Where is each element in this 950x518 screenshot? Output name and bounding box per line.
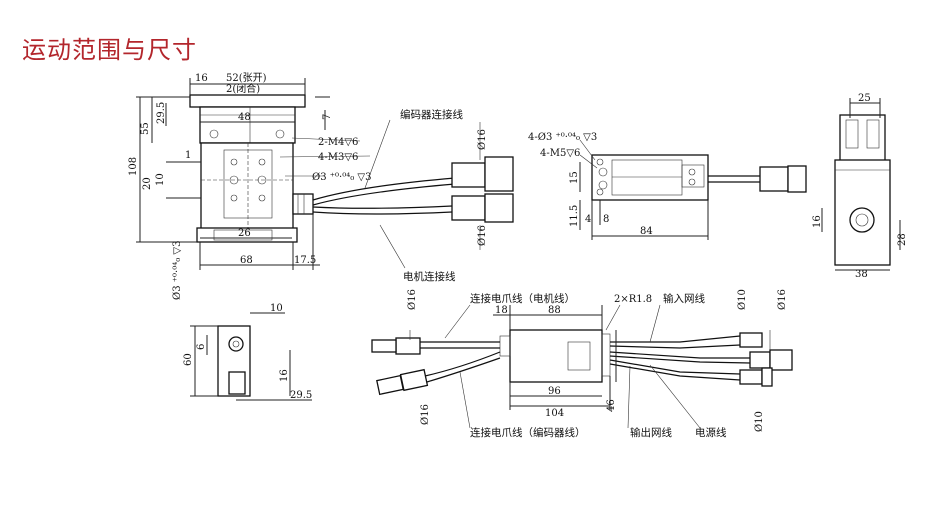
dim-2-closed: 2(闭合) [226, 82, 260, 95]
top-dim-10: 10 [270, 303, 283, 314]
side-view: 4-Ø3 ⁺⁰·⁰⁴₀ ▽3 4-M5▽6 15 11.5 4 8 84 [528, 132, 807, 240]
end-dim-38: 38 [855, 269, 868, 280]
dim-8: 8 [603, 214, 609, 225]
dim-1: 1 [185, 150, 191, 161]
ctrl-dim-46: 46 [606, 399, 617, 412]
end-dim-28: 28 [897, 233, 908, 246]
end-dim-16: 16 [812, 215, 823, 228]
callout-4-m3: 4-M3▽6 [318, 152, 358, 163]
controller-box [509, 329, 603, 383]
label-connector-motor: 连接电爪线（电机线） [470, 292, 575, 305]
ctrl-dim-phi10-top: Ø10 [737, 289, 748, 310]
encoder-connector [451, 162, 486, 188]
dim-10: 10 [155, 173, 166, 186]
jaw-plate [189, 94, 306, 108]
page-title: 运动范围与尺寸 [22, 36, 197, 64]
end-view: 25 16 28 38 [812, 93, 908, 280]
end-dim-25: 25 [858, 93, 871, 104]
dim-29-5: 29.5 [156, 102, 167, 124]
front-view: 16 52(张开) 2(闭合) 7 29.5 55 108 48 1 20 10… [128, 72, 514, 300]
dim-52-open: 52(张开) [226, 72, 267, 84]
gripper-head [199, 106, 296, 144]
top-dim-29-5: 29.5 [290, 390, 312, 401]
dim-4: 4 [585, 214, 591, 225]
ctrl-dim-phi16-left: Ø16 [407, 289, 418, 310]
ctrl-dim-phi16-right: Ø16 [777, 289, 788, 310]
callout-4-m5: 4-M5▽6 [540, 148, 580, 159]
dim-17-5: 17.5 [294, 255, 316, 266]
dim-84: 84 [640, 226, 653, 237]
dim-phi16-bottom: Ø16 [477, 225, 488, 246]
dim-16: 16 [195, 73, 208, 84]
label-connector-encoder: 连接电爪线（编码器线） [470, 426, 586, 439]
dim-68: 68 [240, 255, 253, 266]
dim-11-5: 11.5 [569, 205, 580, 227]
dim-hole-left: Ø3 ⁺⁰·⁰⁴₀ ▽3 [172, 241, 183, 300]
top-dim-16: 16 [279, 369, 290, 382]
side-body [591, 154, 709, 201]
ctrl-dim-r18: 2×R1.8 [614, 294, 652, 305]
ctrl-dim-phi16-bottom: Ø16 [420, 404, 431, 425]
top-dim-60: 60 [183, 353, 194, 366]
callout-phi3: Ø3 ⁺⁰·⁰⁴₀ ▽3 [312, 172, 371, 183]
callout-4-phi3: 4-Ø3 ⁺⁰·⁰⁴₀ ▽3 [528, 132, 597, 143]
top-view: 10 60 6 16 29.5 [183, 303, 312, 401]
ctrl-dim-88: 88 [548, 305, 561, 316]
ctrl-dim-phi10-bottom: Ø10 [754, 411, 765, 432]
ctrl-dim-18: 18 [495, 305, 508, 316]
dim-48: 48 [238, 112, 251, 123]
dim-26: 26 [238, 228, 251, 239]
ctrl-dim-104: 104 [545, 408, 564, 419]
dim-15: 15 [569, 171, 580, 184]
label-power: 电源线 [695, 426, 727, 439]
gripper-body [200, 142, 294, 231]
motor-connector [451, 195, 486, 221]
dim-55: 55 [140, 122, 151, 135]
label-motor-cable: 电机连接线 [403, 270, 456, 283]
top-dim-6: 6 [196, 344, 207, 350]
callout-2-m4: 2-M4▽6 [318, 137, 358, 148]
dim-20: 20 [142, 177, 153, 190]
ctrl-dim-96: 96 [548, 386, 561, 397]
label-encoder-cable: 编码器连接线 [400, 108, 463, 121]
dim-7: 7 [322, 114, 333, 120]
dim-108: 108 [128, 157, 139, 176]
label-input-net: 输入网线 [663, 292, 705, 305]
controller-view: 连接电爪线（电机线） 连接电爪线（编码器线） 输入网线 输出网线 电源线 Ø16… [371, 289, 793, 439]
label-output-net: 输出网线 [630, 426, 672, 439]
dim-phi16-top: Ø16 [477, 129, 488, 150]
end-head [839, 114, 886, 168]
